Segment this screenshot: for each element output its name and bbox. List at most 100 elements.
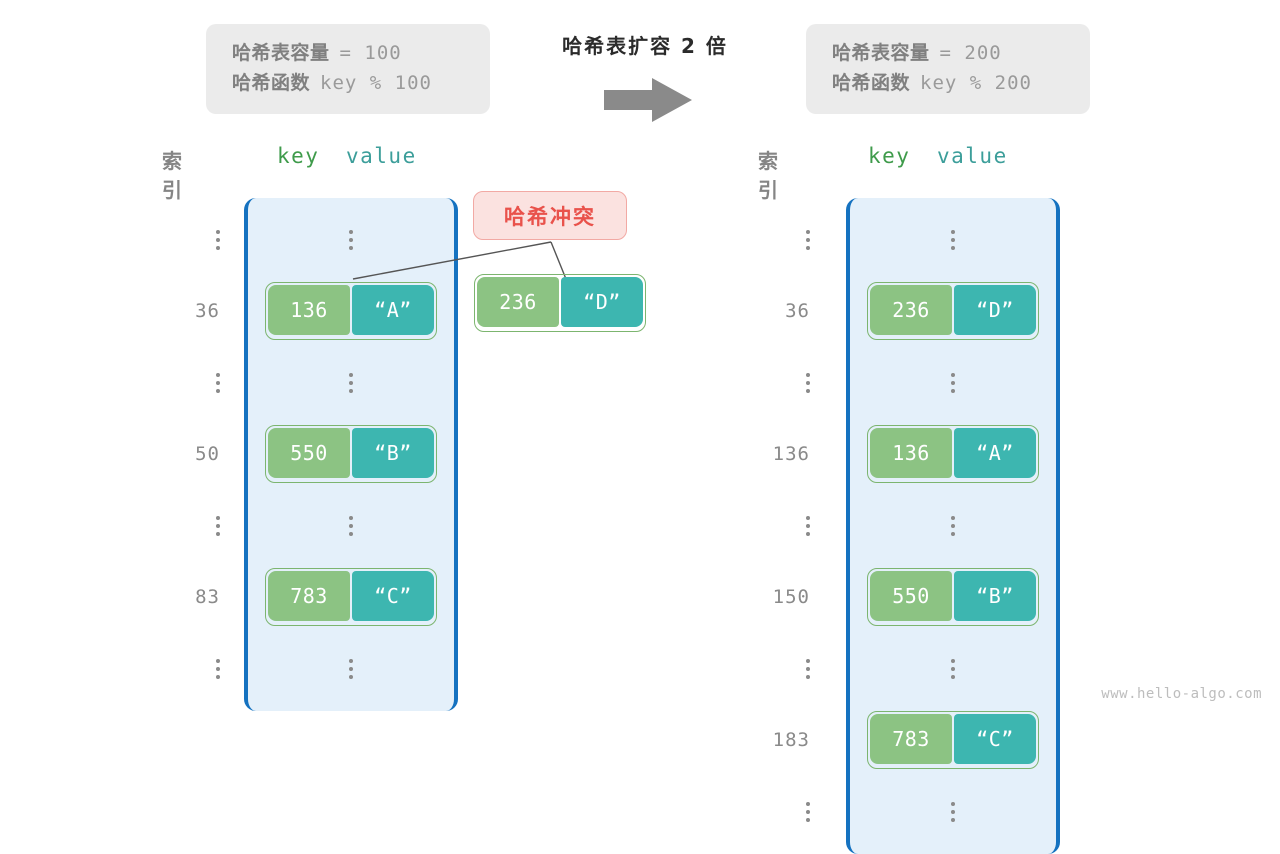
key-value-pair[interactable]: 783“C” <box>265 568 437 627</box>
bucket-ellipsis-icon <box>951 204 955 276</box>
header-key-right: key <box>868 144 911 168</box>
key-cell: 136 <box>268 285 350 336</box>
bucket-ellipsis-icon <box>349 490 353 562</box>
key-cell: 550 <box>268 428 350 479</box>
value-cell: “A” <box>954 428 1036 479</box>
transform-title: 哈希表扩容 2 倍 <box>562 34 728 58</box>
index-label <box>740 490 810 562</box>
value-cell: “C” <box>352 571 434 622</box>
index-ellipsis-icon <box>806 490 810 562</box>
bucket-ellipsis-row <box>850 490 1056 562</box>
key-cell: 783 <box>870 714 952 765</box>
key-cell: 550 <box>870 571 952 622</box>
capacity-label-before: 哈希表容量 <box>232 42 330 64</box>
function-line-after: 哈希函数 key % 200 <box>832 68 1064 98</box>
value-cell: “B” <box>352 428 434 479</box>
capacity-line-before: 哈希表容量 = 100 <box>232 38 464 68</box>
index-label <box>740 776 810 848</box>
value-cell: “D” <box>561 277 643 327</box>
value-cell: “B” <box>954 571 1036 622</box>
function-value-before: key % 100 <box>320 72 432 94</box>
header-value-right: value <box>937 144 1008 168</box>
index-ellipsis-icon <box>806 776 810 848</box>
index-label <box>150 490 220 562</box>
hash-table-before-info-box: 哈希表容量 = 100 哈希函数 key % 100 <box>206 24 490 114</box>
key-value-pair[interactable]: 236“D” <box>474 274 646 332</box>
bucket-ellipsis-icon <box>349 347 353 419</box>
watermark: www.hello-algo.com <box>1101 686 1262 702</box>
key-cell: 783 <box>268 571 350 622</box>
bucket-ellipsis-icon <box>951 490 955 562</box>
index-ellipsis-icon <box>216 347 220 419</box>
key-cell: 236 <box>477 277 559 327</box>
bucket-ellipsis-icon <box>951 633 955 705</box>
index-label <box>150 347 220 419</box>
bucket-ellipsis-icon <box>951 776 955 848</box>
bucket-ellipsis-row <box>850 204 1056 276</box>
collision-badge: 哈希冲突 <box>473 191 627 240</box>
index-label <box>740 633 810 705</box>
bucket-ellipsis-row <box>850 347 1056 419</box>
function-label-after: 哈希函数 <box>832 72 911 94</box>
bucket-ellipsis-row <box>248 204 454 276</box>
capacity-label-after: 哈希表容量 <box>832 42 930 64</box>
key-value-pair[interactable]: 136“A” <box>265 282 437 341</box>
arrow-right-icon <box>604 78 692 122</box>
index-label <box>740 347 810 419</box>
index-ellipsis-icon <box>806 347 810 419</box>
index-ellipsis-icon <box>216 633 220 705</box>
index-column-right: 36 136 150 183 <box>740 198 810 848</box>
index-label: 83 <box>195 586 220 609</box>
bucket-container-left: 136“A” 550“B” 783“C” <box>244 198 458 711</box>
header-value-left: value <box>346 144 417 168</box>
bucket-ellipsis-icon <box>951 347 955 419</box>
index-label <box>150 633 220 705</box>
value-cell: “C” <box>954 714 1036 765</box>
bucket-entry-row: 236“D” <box>850 276 1056 348</box>
key-value-pair[interactable]: 236“D” <box>867 282 1039 341</box>
value-cell: “A” <box>352 285 434 336</box>
index-ellipsis-icon <box>806 633 810 705</box>
value-cell: “D” <box>954 285 1036 336</box>
index-ellipsis-icon <box>216 204 220 276</box>
bucket-ellipsis-row <box>850 633 1056 705</box>
key-value-pair[interactable]: 550“B” <box>265 425 437 484</box>
index-label: 36 <box>785 300 810 323</box>
index-label <box>740 204 810 276</box>
index-ellipsis-icon <box>216 490 220 562</box>
bucket-ellipsis-row <box>248 347 454 419</box>
header-index-right: 索引 <box>758 149 779 202</box>
bucket-entry-row: 136“A” <box>248 276 454 348</box>
bucket-entry-row: 136“A” <box>850 419 1056 491</box>
key-cell: 236 <box>870 285 952 336</box>
index-label <box>150 204 220 276</box>
collision-detached-pair: 236“D” <box>474 274 646 332</box>
capacity-value-before: = 100 <box>339 42 402 64</box>
hash-table-after-info-box: 哈希表容量 = 200 哈希函数 key % 200 <box>806 24 1090 114</box>
function-line-before: 哈希函数 key % 100 <box>232 68 464 98</box>
key-value-pair[interactable]: 550“B” <box>867 568 1039 627</box>
bucket-entry-row: 783“C” <box>850 705 1056 777</box>
key-value-pair[interactable]: 136“A” <box>867 425 1039 484</box>
function-label-before: 哈希函数 <box>232 72 311 94</box>
bucket-ellipsis-icon <box>349 204 353 276</box>
capacity-value-after: = 200 <box>939 42 1002 64</box>
index-ellipsis-icon <box>806 204 810 276</box>
index-label: 50 <box>195 443 220 466</box>
header-index-left: 索引 <box>162 149 183 202</box>
key-cell: 136 <box>870 428 952 479</box>
index-label: 150 <box>772 586 810 609</box>
header-key-left: key <box>277 144 320 168</box>
capacity-line-after: 哈希表容量 = 200 <box>832 38 1064 68</box>
bucket-ellipsis-icon <box>349 633 353 705</box>
bucket-entry-row: 550“B” <box>850 562 1056 634</box>
bucket-entry-row: 783“C” <box>248 562 454 634</box>
bucket-entry-row: 550“B” <box>248 419 454 491</box>
bucket-container-right: 236“D” 136“A” 550“B” 783“C” <box>846 198 1060 854</box>
index-label: 136 <box>772 443 810 466</box>
bucket-ellipsis-row <box>248 490 454 562</box>
index-label: 183 <box>772 729 810 752</box>
bucket-ellipsis-row <box>248 633 454 705</box>
bucket-ellipsis-row <box>850 776 1056 848</box>
